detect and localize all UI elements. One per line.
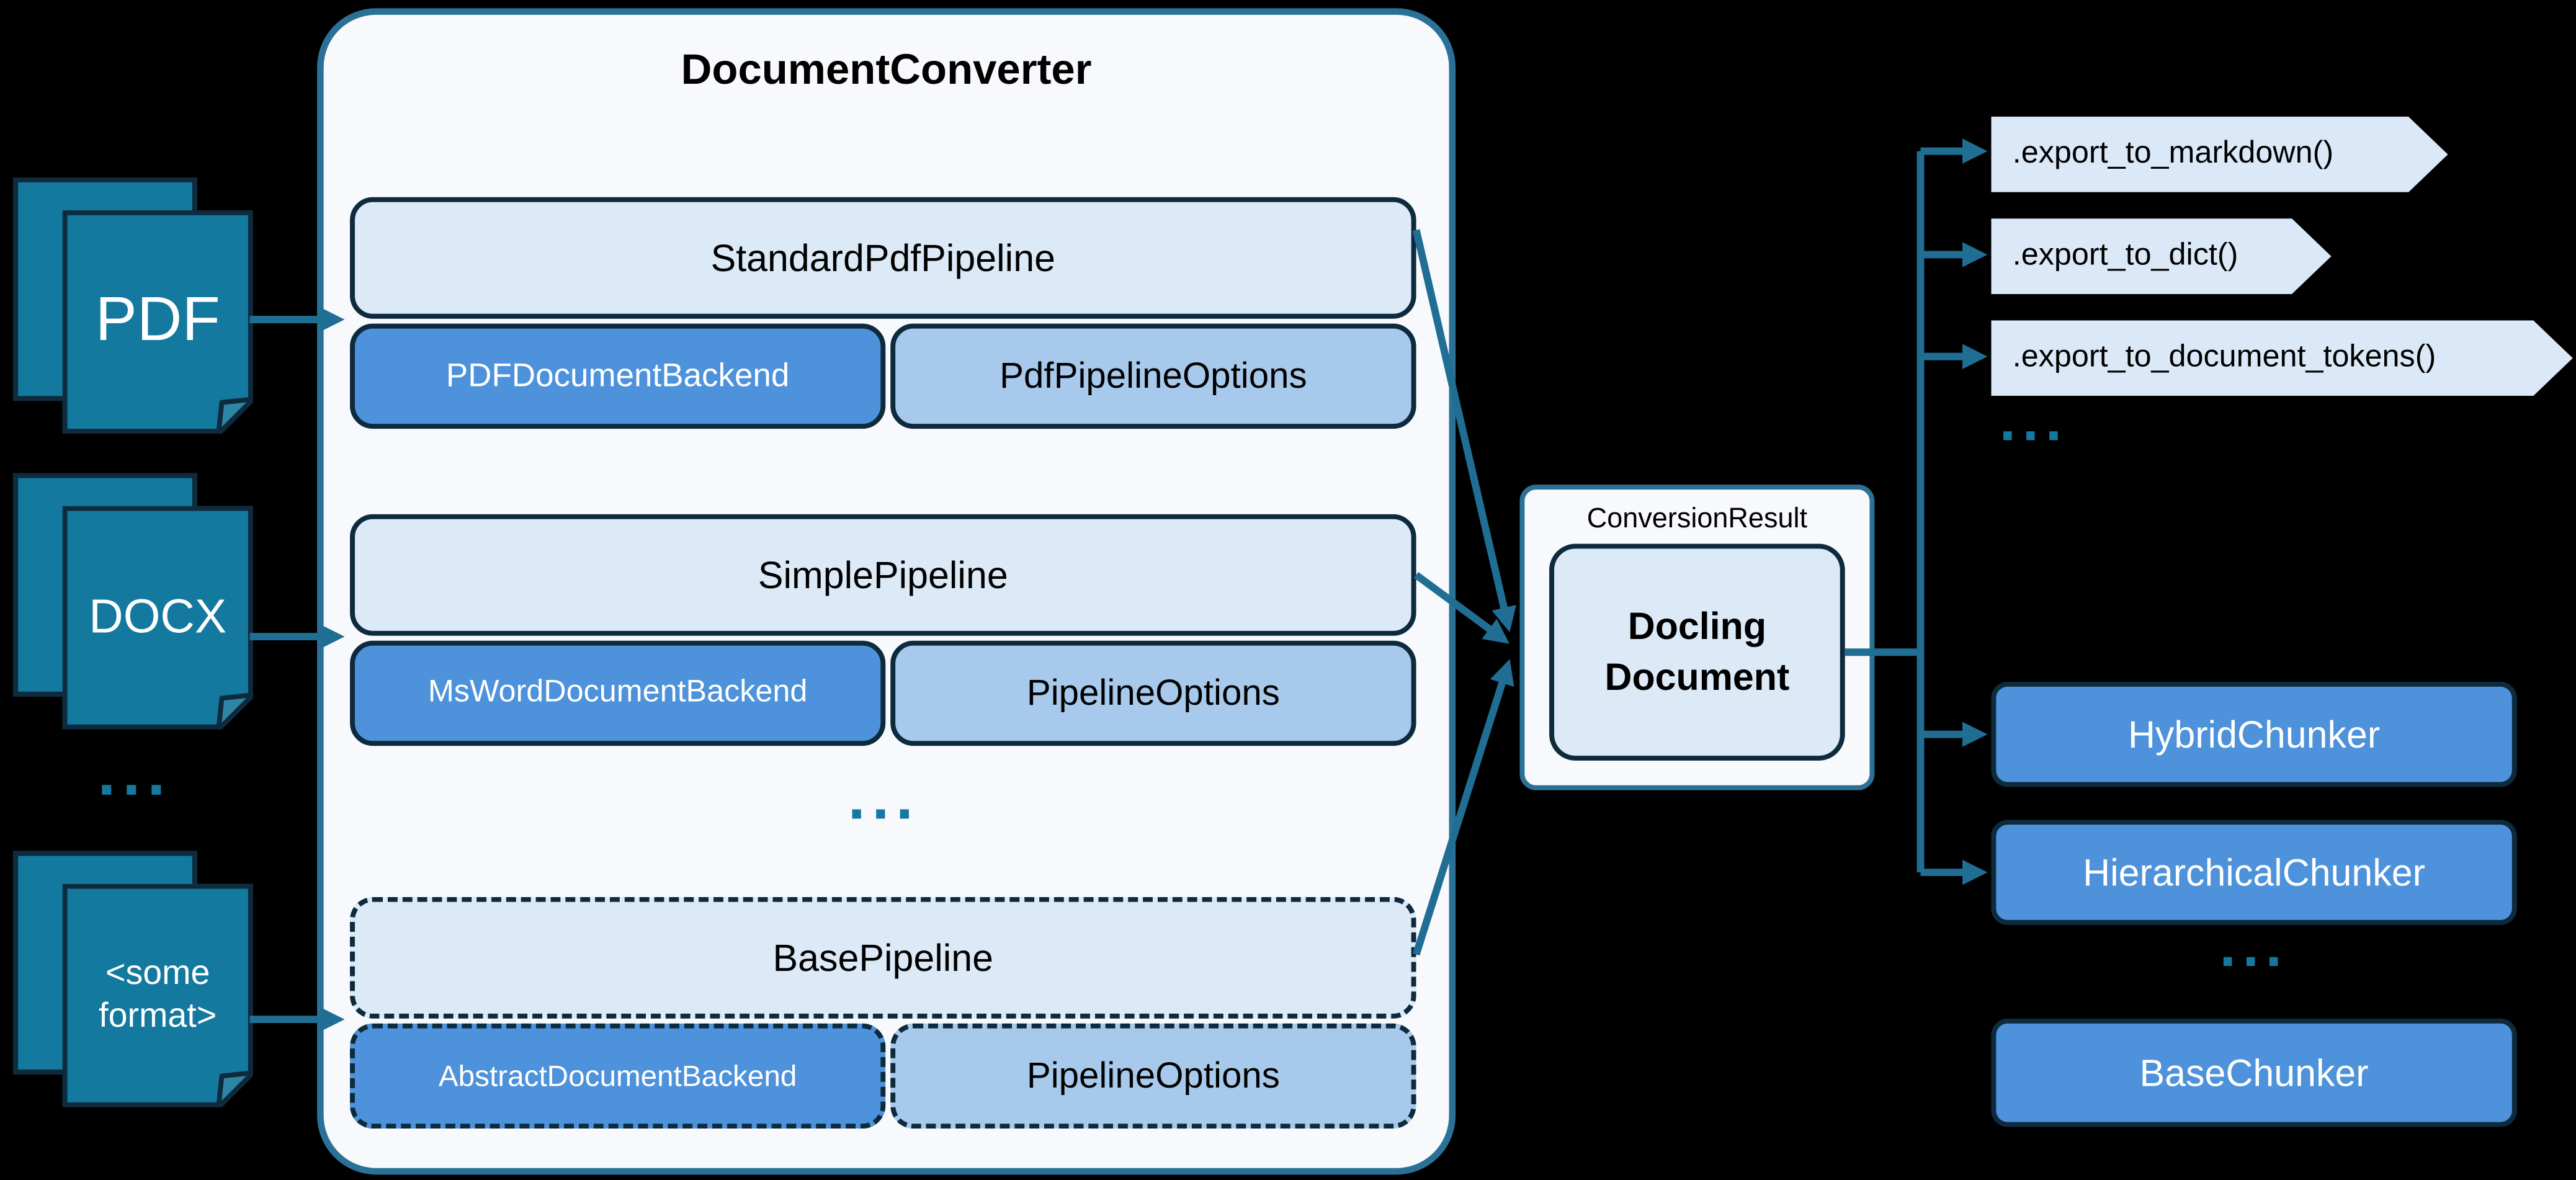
- generic-front-page: <some format>: [63, 884, 253, 1107]
- export-to-markdown-label: .export_to_markdown(): [2012, 136, 2334, 171]
- pdf-label: PDF: [95, 286, 220, 355]
- hierarchical-chunker-label: HierarchicalChunker: [2083, 850, 2425, 893]
- folded-corner-icon: [216, 692, 253, 730]
- folded-corner-icon: [216, 396, 253, 434]
- base-pipeline-label: BasePipeline: [772, 936, 994, 978]
- hierarchical-chunker-box: HierarchicalChunker: [1991, 820, 2517, 925]
- docx-documents-icon: DOCX: [13, 473, 253, 730]
- export-to-document-tokens-label: .export_to_document_tokens(): [2012, 340, 2436, 375]
- pdf-document-backend-label: PDFDocumentBackend: [445, 357, 790, 394]
- hybrid-chunker-box: HybridChunker: [1991, 681, 2517, 787]
- pdf-documents-icon: PDF: [13, 177, 253, 434]
- input-ellipsis: ...: [97, 736, 172, 809]
- document-converter-title: DocumentConverter: [681, 44, 1092, 94]
- base-pipeline-options-box: PipelineOptions: [890, 1023, 1416, 1129]
- simple-pipeline-label: SimplePipeline: [758, 553, 1008, 596]
- arrow-standardpdf-to-result: [1412, 229, 1516, 632]
- simple-pipeline-box: SimplePipeline: [350, 514, 1416, 636]
- export-to-markdown-chevron: .export_to_markdown(): [1991, 117, 2448, 192]
- docx-front-page: DOCX: [63, 506, 253, 730]
- base-chunker-label: BaseChunker: [2139, 1050, 2369, 1094]
- docling-document-label: Docling Document: [1604, 604, 1790, 699]
- pipeline-options-label: PipelineOptions: [1026, 672, 1280, 713]
- pdf-front-page: PDF: [63, 210, 253, 434]
- standard-pdf-pipeline-box: StandardPdfPipeline: [350, 197, 1416, 319]
- base-pipeline-box: BasePipeline: [350, 896, 1416, 1019]
- converter-ellipsis: ...: [847, 763, 920, 833]
- export-to-document-tokens-chevron: .export_to_document_tokens(): [1991, 320, 2572, 396]
- exports-ellipsis: ...: [1999, 386, 2068, 454]
- base-pipeline-options-label: PipelineOptions: [1026, 1055, 1280, 1096]
- standard-pdf-pipeline-label: StandardPdfPipeline: [710, 235, 1055, 279]
- base-chunker-box: BaseChunker: [1991, 1018, 2517, 1127]
- conversion-result-label: ConversionResult: [1586, 503, 1808, 534]
- folded-corner-icon: [216, 1070, 253, 1107]
- arrow-base-to-result: [1412, 659, 1514, 956]
- generic-format-documents-icon: <some format>: [13, 851, 253, 1107]
- arrow-simple-to-result: [1414, 572, 1509, 644]
- docx-label: DOCX: [89, 591, 227, 644]
- pdf-pipeline-options-label: PdfPipelineOptions: [1000, 354, 1307, 396]
- hybrid-chunker-label: HybridChunker: [2127, 712, 2381, 755]
- generic-format-label: <some format>: [99, 954, 217, 1035]
- msword-document-backend-label: MsWordDocumentBackend: [427, 675, 808, 710]
- pdf-document-backend-box: PDFDocumentBackend: [350, 323, 886, 429]
- export-to-dict-label: .export_to_dict(): [2012, 238, 2238, 273]
- msword-document-backend-box: MsWordDocumentBackend: [350, 640, 886, 746]
- pipeline-options-box: PipelineOptions: [890, 640, 1416, 746]
- chunkers-ellipsis: ...: [2219, 911, 2289, 979]
- docling-document-box: Docling Document: [1549, 543, 1845, 761]
- pdf-pipeline-options-box: PdfPipelineOptions: [890, 323, 1416, 429]
- abstract-document-backend-label: AbstractDocumentBackend: [438, 1058, 797, 1092]
- abstract-document-backend-box: AbstractDocumentBackend: [350, 1023, 886, 1129]
- conversion-result-box: ConversionResult Docling Document: [1519, 485, 1875, 790]
- export-to-dict-chevron: .export_to_dict(): [1991, 218, 2331, 294]
